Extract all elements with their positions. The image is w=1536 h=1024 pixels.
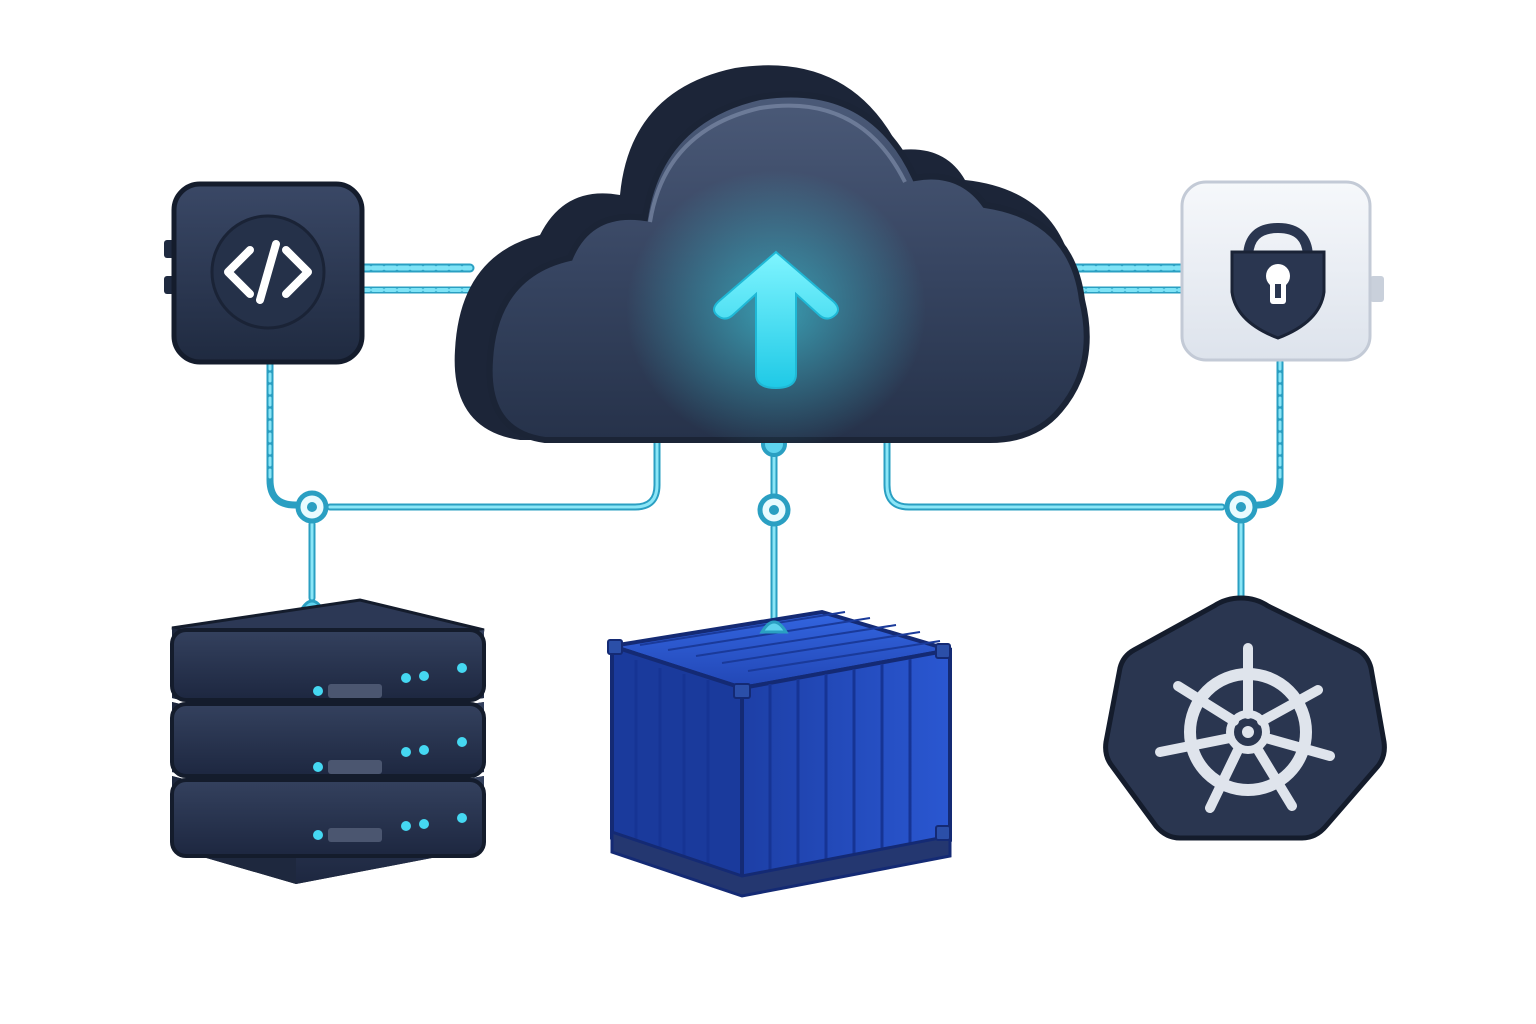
junction-center (757, 493, 791, 527)
code-brackets-icon (224, 240, 312, 304)
connector-code-down (266, 358, 304, 509)
kubernetes-node (1103, 595, 1387, 841)
drive-slot (328, 828, 382, 842)
helm-wheel-icon (1155, 643, 1335, 813)
server-stack-node (170, 598, 486, 884)
server-rack-icon (170, 598, 486, 884)
connector-security-down (1254, 358, 1284, 509)
drive-slot (328, 760, 382, 774)
connector-left-branch (326, 436, 661, 511)
drive-slot (328, 684, 382, 698)
shipping-container-icon (607, 609, 952, 898)
shield-lock-icon (1230, 223, 1326, 340)
indicator-lights (313, 663, 467, 840)
connector-right-branch (883, 436, 1226, 511)
security-node (1180, 180, 1384, 362)
cloud-upload-icon (713, 250, 839, 390)
junction-left (295, 490, 329, 524)
junction-right (1224, 490, 1258, 524)
cloud-node (454, 65, 1090, 450)
code-node (164, 181, 365, 365)
connector-lines (266, 263, 1284, 624)
container-node (607, 609, 952, 898)
